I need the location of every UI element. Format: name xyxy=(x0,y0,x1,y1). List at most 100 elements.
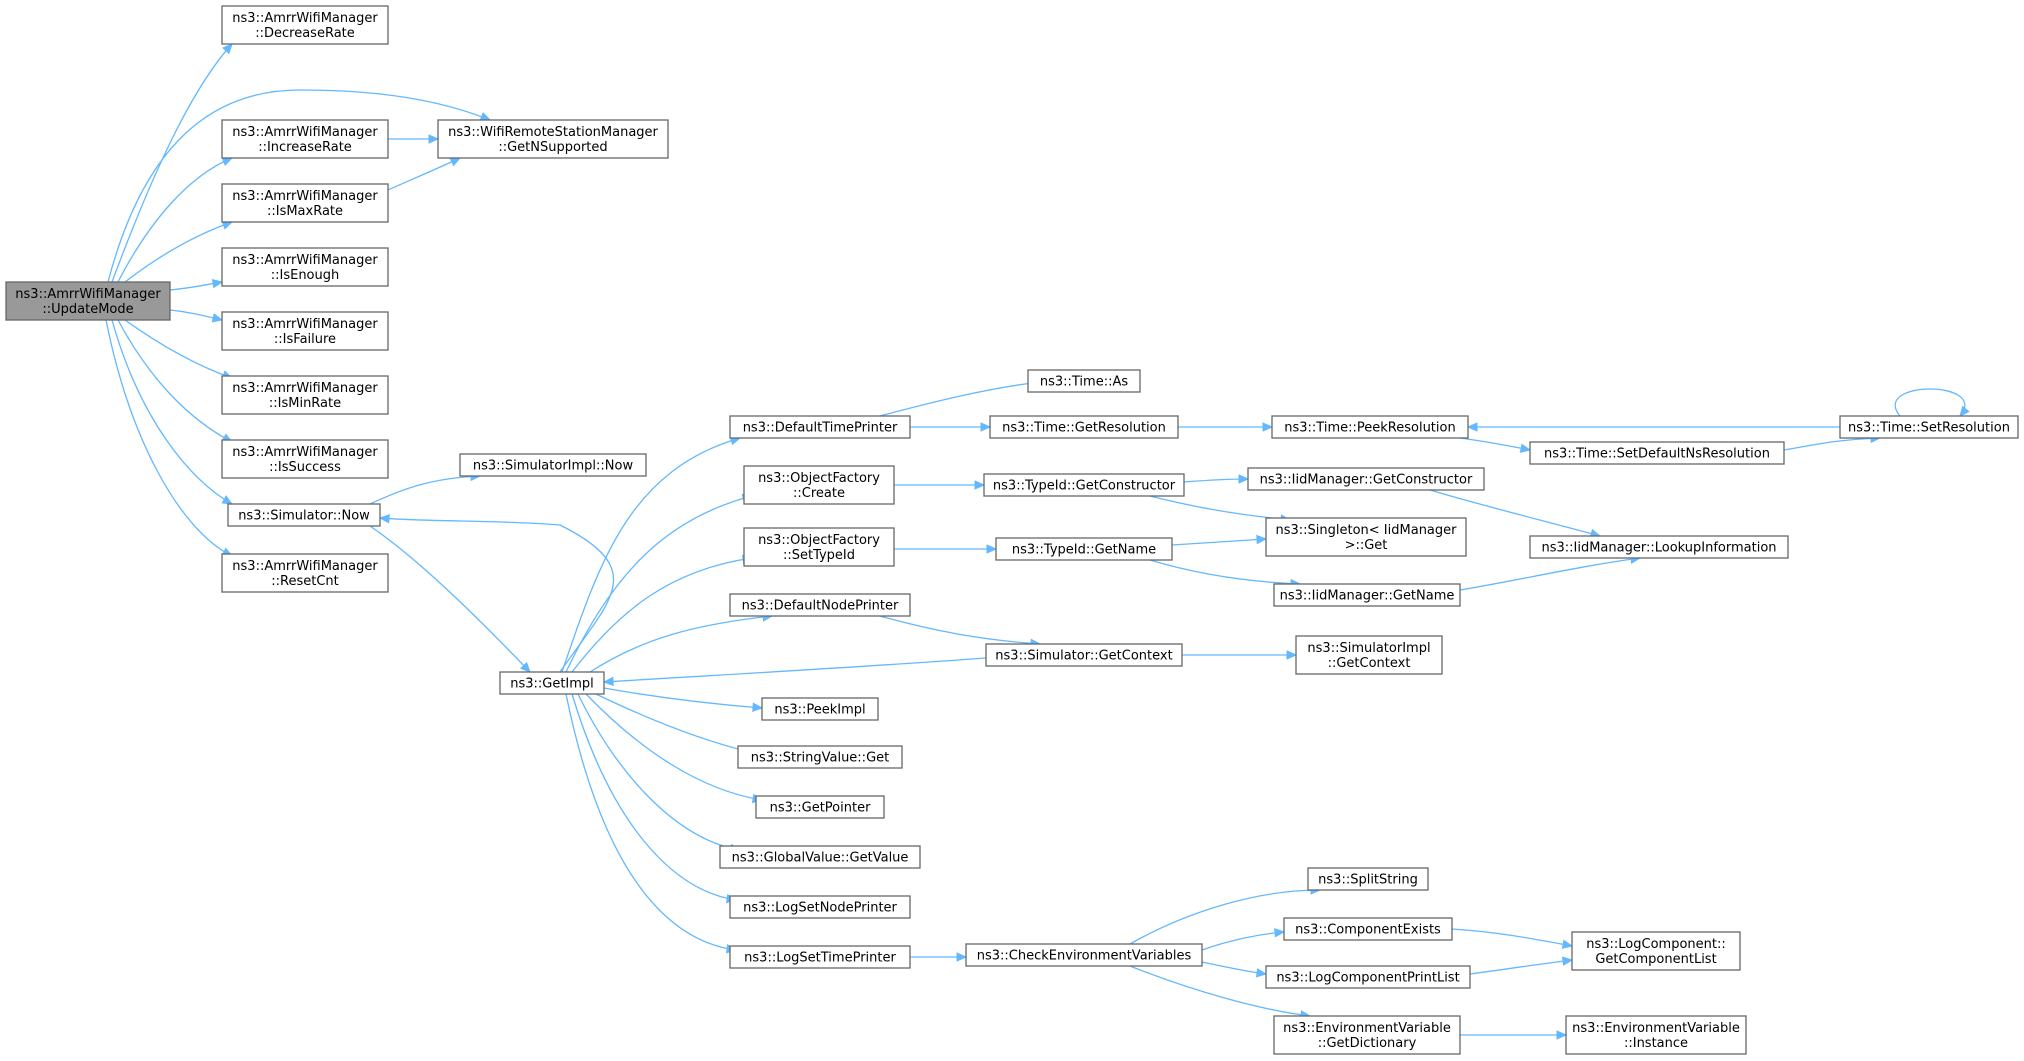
node-box[interactable] xyxy=(221,375,389,415)
node-simimplnow[interactable]: ns3::SimulatorImpl::Now xyxy=(459,453,647,477)
node-box[interactable] xyxy=(1295,635,1443,675)
node-iidgetconstructor[interactable]: ns3::IidManager::GetConstructor xyxy=(1247,467,1485,491)
node-issuccess[interactable]: ns3::AmrrWifiManager::IsSuccess xyxy=(221,439,389,479)
node-updatemode[interactable]: ns3::AmrrWifiManager::UpdateMode xyxy=(5,281,171,321)
node-box[interactable] xyxy=(983,473,1185,497)
node-logcomponentprintlist[interactable]: ns3::LogComponentPrintList xyxy=(1265,965,1471,989)
node-defaulttimeprinter[interactable]: ns3::DefaultTimePrinter xyxy=(729,415,911,439)
node-simgetcontext[interactable]: ns3::Simulator::GetContext xyxy=(985,643,1183,667)
node-logsettimeprinter[interactable]: ns3::LogSetTimePrinter xyxy=(729,945,911,969)
node-box[interactable] xyxy=(5,281,171,321)
node-box[interactable] xyxy=(1265,517,1467,557)
node-stringvalueget[interactable]: ns3::StringValue::Get xyxy=(737,745,903,769)
node-isminrate[interactable]: ns3::AmrrWifiManager::IsMinRate xyxy=(221,375,389,415)
node-label: ::IsFailure xyxy=(274,332,336,347)
node-getpointer[interactable]: ns3::GetPointer xyxy=(755,795,885,819)
node-defaultnodeprinter[interactable]: ns3::DefaultNodePrinter xyxy=(729,593,911,617)
node-decreaserate[interactable]: ns3::AmrrWifiManager::DecreaseRate xyxy=(221,5,389,45)
node-box[interactable] xyxy=(221,311,389,351)
node-box[interactable] xyxy=(221,5,389,45)
node-label: ns3::EnvironmentVariable xyxy=(1572,1021,1740,1036)
node-box[interactable] xyxy=(221,183,389,223)
node-singletonget[interactable]: ns3::Singleton< IidManager>::Get xyxy=(1265,517,1467,557)
node-box[interactable] xyxy=(743,527,895,567)
arrowhead-icon xyxy=(428,134,440,144)
node-getnsupported[interactable]: ns3::WifiRemoteStationManager::GetNSuppo… xyxy=(437,119,669,159)
node-componentexists[interactable]: ns3::ComponentExists xyxy=(1283,917,1453,941)
node-simnow[interactable]: ns3::Simulator::Now xyxy=(227,503,381,527)
node-label: ns3::TypeId::GetConstructor xyxy=(993,479,1176,494)
node-timegetresolution[interactable]: ns3::Time::GetResolution xyxy=(989,415,1179,439)
node-globalvaluegetvalue[interactable]: ns3::GlobalValue::GetValue xyxy=(719,845,921,869)
node-box[interactable] xyxy=(1839,415,2019,439)
node-iidlookupinformation[interactable]: ns3::IidManager::LookupInformation xyxy=(1529,535,1789,559)
node-box[interactable] xyxy=(989,415,1179,439)
node-box[interactable] xyxy=(965,943,1203,967)
node-box[interactable] xyxy=(1307,867,1429,891)
node-timesetdefaultns[interactable]: ns3::Time::SetDefaultNsResolution xyxy=(1529,441,1785,465)
node-peekimpl[interactable]: ns3::PeekImpl xyxy=(761,697,879,721)
node-box[interactable] xyxy=(743,465,895,505)
node-box[interactable] xyxy=(729,415,911,439)
node-timesetresolution[interactable]: ns3::Time::SetResolution xyxy=(1839,415,2019,439)
node-box[interactable] xyxy=(985,643,1183,667)
node-ofcreate[interactable]: ns3::ObjectFactory::Create xyxy=(743,465,895,505)
edge-ofsettypeid-to-typeidgetname xyxy=(894,544,998,554)
node-timeas[interactable]: ns3::Time::As xyxy=(1027,369,1141,393)
node-logcompgetcomponentlist[interactable]: ns3::LogComponent::GetComponentList xyxy=(1571,931,1741,971)
node-box[interactable] xyxy=(221,553,389,593)
node-box[interactable] xyxy=(499,671,605,695)
node-envgetdictionary[interactable]: ns3::EnvironmentVariable::GetDictionary xyxy=(1273,1015,1461,1055)
node-splitstring[interactable]: ns3::SplitString xyxy=(1307,867,1429,891)
node-isfailure[interactable]: ns3::AmrrWifiManager::IsFailure xyxy=(221,311,389,351)
node-box[interactable] xyxy=(1565,1015,1747,1055)
node-box[interactable] xyxy=(729,895,911,919)
node-simimplgetcontext[interactable]: ns3::SimulatorImpl::GetContext xyxy=(1295,635,1443,675)
node-label: ns3::GlobalValue::GetValue xyxy=(732,851,909,866)
node-box[interactable] xyxy=(1273,1015,1461,1055)
node-box[interactable] xyxy=(1027,369,1141,393)
node-box[interactable] xyxy=(1273,583,1461,607)
node-box[interactable] xyxy=(1529,535,1789,559)
node-box[interactable] xyxy=(1247,467,1485,491)
node-label: ::IsMinRate xyxy=(269,396,341,411)
node-box[interactable] xyxy=(1571,931,1741,971)
edge-line xyxy=(1894,388,1966,417)
node-logsetnodeprinter[interactable]: ns3::LogSetNodePrinter xyxy=(729,895,911,919)
node-box[interactable] xyxy=(755,795,885,819)
node-box[interactable] xyxy=(221,247,389,287)
node-box[interactable] xyxy=(1265,965,1471,989)
node-timepeekresolution[interactable]: ns3::Time::PeekResolution xyxy=(1271,415,1469,439)
node-label: ::IsMaxRate xyxy=(267,204,343,219)
node-box[interactable] xyxy=(459,453,647,477)
node-label: ns3::WifiRemoteStationManager xyxy=(448,125,658,140)
node-box[interactable] xyxy=(995,537,1173,561)
edge-timepeekresolution-to-timesetdefaultns xyxy=(1459,437,1532,453)
node-iidgetname[interactable]: ns3::IidManager::GetName xyxy=(1273,583,1461,607)
node-box[interactable] xyxy=(1271,415,1469,439)
node-box[interactable] xyxy=(437,119,669,159)
node-ofsettypeid[interactable]: ns3::ObjectFactory::SetTypeId xyxy=(743,527,895,567)
arrowhead-icon xyxy=(449,157,462,167)
node-box[interactable] xyxy=(761,697,879,721)
node-resetcnt[interactable]: ns3::AmrrWifiManager::ResetCnt xyxy=(221,553,389,593)
node-box[interactable] xyxy=(737,745,903,769)
node-box[interactable] xyxy=(221,439,389,479)
node-box[interactable] xyxy=(1283,917,1453,941)
node-label: ns3::Time::PeekResolution xyxy=(1284,421,1455,436)
node-ismaxrate[interactable]: ns3::AmrrWifiManager::IsMaxRate xyxy=(221,183,389,223)
node-typeidgetconstructor[interactable]: ns3::TypeId::GetConstructor xyxy=(983,473,1185,497)
node-checkenv[interactable]: ns3::CheckEnvironmentVariables xyxy=(965,943,1203,967)
node-typeidgetname[interactable]: ns3::TypeId::GetName xyxy=(995,537,1173,561)
node-box[interactable] xyxy=(729,945,911,969)
node-box[interactable] xyxy=(1529,441,1785,465)
node-box[interactable] xyxy=(221,119,389,159)
node-envinstance[interactable]: ns3::EnvironmentVariable::Instance xyxy=(1565,1015,1747,1055)
node-box[interactable] xyxy=(729,593,911,617)
node-box[interactable] xyxy=(227,503,381,527)
edge-line xyxy=(577,693,741,851)
node-getimpl[interactable]: ns3::GetImpl xyxy=(499,671,605,695)
node-increaserate[interactable]: ns3::AmrrWifiManager::IncreaseRate xyxy=(221,119,389,159)
node-box[interactable] xyxy=(719,845,921,869)
node-isenough[interactable]: ns3::AmrrWifiManager::IsEnough xyxy=(221,247,389,287)
